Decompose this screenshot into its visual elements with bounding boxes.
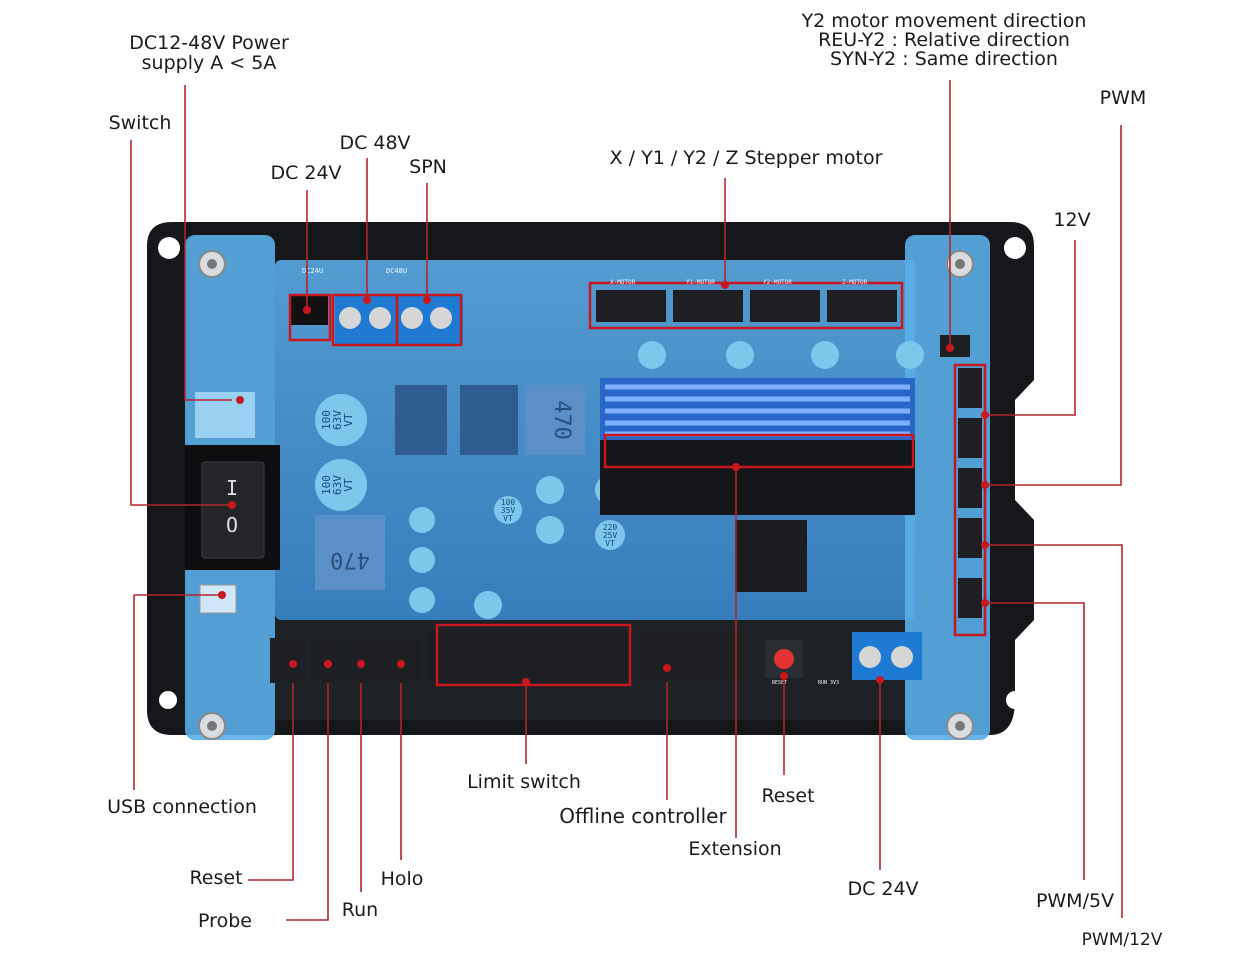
switch-top-cable [195, 392, 255, 438]
label-reset-right: Reset [761, 785, 815, 807]
inductor-1-mark: 470 [549, 400, 574, 440]
label-limit-switch: Limit switch [467, 771, 581, 793]
terminal-screws [339, 307, 452, 329]
label-switch: Switch [108, 112, 172, 134]
motor-connector-highlight [588, 281, 904, 330]
label-spn: SPN [409, 156, 447, 178]
spn-highlight [395, 293, 463, 347]
svg-text:Z-MOTOR: Z-MOTOR [842, 279, 868, 286]
y2-jumper [940, 335, 970, 357]
svg-text:X-MOTOR: X-MOTOR [610, 279, 636, 286]
label-run: Run [341, 899, 379, 921]
dc24u-mark: DC24U [302, 267, 323, 275]
run-mark: RUN 3V3 [818, 680, 839, 686]
motor-connectors [596, 290, 897, 322]
label-reset-left: Reset [189, 867, 243, 889]
label-pwm-5v: PWM/5V [1035, 890, 1115, 912]
label-usb-connection: USB connection [107, 796, 257, 818]
left-capacitors [315, 394, 625, 619]
reset-button-cap [774, 649, 794, 669]
label-y2-direction: Y2 motor movement direction REU-Y2 : Rel… [801, 10, 1087, 70]
label-offline-controller: Offline controller [559, 804, 727, 828]
label-holo: Holo [380, 868, 424, 890]
label-extension: Extension [688, 838, 782, 860]
inductor-2-mark: 470 [330, 547, 370, 572]
mosfet-2 [460, 385, 518, 455]
switch-on-mark: I [226, 476, 238, 500]
power-switch-rocker [201, 461, 265, 559]
screws [158, 237, 1026, 740]
inductor-2 [315, 515, 385, 590]
label-dc24v-bottom: DC 24V [847, 878, 919, 900]
switch-off-mark: O [226, 513, 238, 537]
mcu-chip [735, 520, 807, 592]
dc48u-mark: DC48U [386, 267, 407, 275]
cap-label-1: 10063VVT [320, 410, 355, 430]
right-connector-highlight [953, 363, 987, 637]
label-pwm: PWM [1099, 87, 1147, 109]
label-stepper-motor: X / Y1 / Y2 / Z Stepper motor [609, 147, 883, 169]
usb-port [199, 584, 237, 614]
motor-headers: X-MOTOR Y1-MOTOR Y2-MOTOR Z-MOTOR [610, 279, 868, 286]
label-dc24v-top: DC 24V [270, 162, 342, 184]
driver-modules [600, 440, 915, 515]
terminal-screw [859, 646, 881, 668]
svg-text:Y2-MOTOR: Y2-MOTOR [763, 279, 792, 286]
svg-text:Y1-MOTOR: Y1-MOTOR [686, 279, 715, 286]
leader-dots [218, 281, 989, 686]
label-dc48v: DC 48V [339, 132, 411, 154]
mosfet-1 [395, 385, 447, 455]
cap-label-2: 10063VVT [320, 475, 355, 495]
motor-caps [638, 341, 924, 369]
label-pwm-12v: PWM/12V [1081, 930, 1163, 950]
terminal-screw [891, 646, 913, 668]
label-probe: Probe [198, 910, 252, 932]
right-connectors [958, 368, 982, 618]
reset-mark: RESET [772, 680, 787, 686]
leader-lines [130, 80, 1123, 921]
label-power-supply: DC12-48V Power supply A < 5A [129, 32, 289, 74]
limit-switch-highlight [435, 623, 632, 687]
inductor-1 [525, 385, 585, 455]
label-12v: 12V [1053, 209, 1091, 231]
extension-highlight [603, 433, 915, 469]
dc24v-highlight [288, 293, 332, 342]
